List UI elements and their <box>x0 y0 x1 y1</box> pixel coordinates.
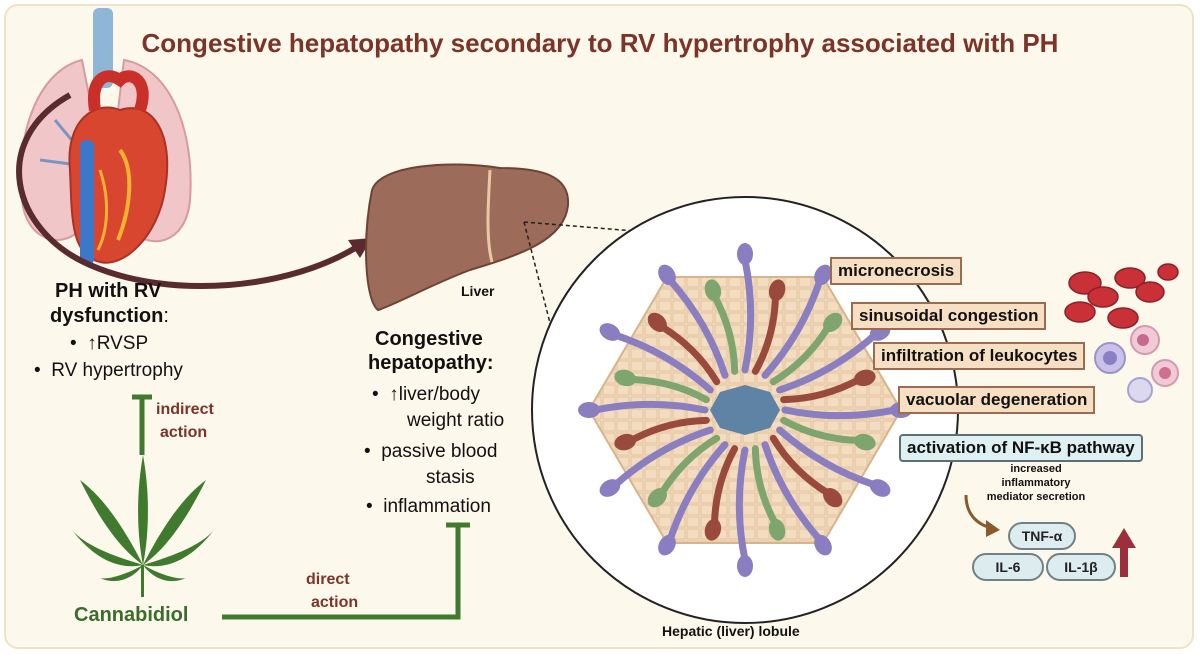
portal-vessel <box>704 279 722 302</box>
effect-nfkb-activation: activation of NF-κB pathway <box>899 434 1143 462</box>
sinusoid-branch <box>780 375 863 404</box>
liver-label: Liver <box>461 283 495 299</box>
portal-vessel <box>823 488 843 508</box>
sinusoid-branch <box>751 445 780 528</box>
portal-vessel <box>658 534 676 556</box>
sinusoid-branch <box>591 400 709 414</box>
effect-leukocyte-infiltration: infiltration of leukocytes <box>873 342 1086 370</box>
direct-inhibition-line <box>222 522 470 620</box>
portal-vessel <box>853 433 876 451</box>
secretion-line1: increased <box>1010 463 1062 475</box>
portal-vessel <box>869 479 891 497</box>
hepatopathy-heading-line2: hepatopathy: <box>368 352 494 374</box>
effect-sinusoidal-congestion: sinusoidal congestion <box>851 302 1047 330</box>
indirect-action-line2: action <box>160 424 208 441</box>
ph-bullet-2: • RV hypertrophy <box>34 360 183 381</box>
hepatopathy-bullet-2-cont: stasis <box>426 467 475 488</box>
liver-icon <box>365 163 570 312</box>
bullet-text: passive blood <box>381 441 498 462</box>
portal-vessel <box>647 312 667 332</box>
sinusoid-branch <box>776 331 879 394</box>
sinusoid-branch <box>735 446 749 564</box>
sinusoid-branch <box>658 434 721 497</box>
sinusoid-branch <box>666 276 729 379</box>
indirect-inhibition-line <box>132 394 152 455</box>
secretion-arrowhead <box>986 520 1000 537</box>
sinusoid-branch <box>741 256 755 374</box>
lungs-heart-icon <box>19 8 192 265</box>
sinusoid-branch <box>710 445 739 528</box>
cytokine-il1-beta: IL-1β <box>1046 553 1116 581</box>
hepatopathy-bullet-2: • passive blood <box>364 441 498 462</box>
hepatopathy-bullet-1-cont: weight ratio <box>407 410 505 431</box>
ph-heading-word: dysfunction <box>50 305 164 327</box>
indirect-action-line1: indirect <box>156 401 214 418</box>
bullet-text: inflammation <box>383 496 491 517</box>
figure-title: Congestive hepatopathy secondary to RV h… <box>141 28 1059 58</box>
red-blood-cells-icon <box>1064 263 1179 329</box>
portal-vessel <box>814 534 832 556</box>
sinusoid-branch <box>611 426 714 489</box>
sinusoid-branch <box>761 276 824 379</box>
sinusoid-branch <box>658 323 721 386</box>
direct-action-line2: action <box>311 594 359 611</box>
portal-vessel <box>768 518 786 541</box>
hepatopathy-bullet-3: • inflammation <box>366 496 491 517</box>
portal-vessel <box>599 323 621 341</box>
portal-vessel <box>853 369 876 387</box>
cannabidiol-label: Cannabidiol <box>74 604 189 626</box>
hepatopathy-bullet-1: • ↑liver/body <box>372 384 481 405</box>
sinusoid-branch <box>751 292 780 375</box>
portal-vessel <box>704 518 722 541</box>
sinusoid-branch <box>666 441 729 544</box>
cytokine-il6: IL-6 <box>972 553 1044 581</box>
sinusoid-branch <box>611 331 714 394</box>
sinusoid-branch <box>780 416 863 445</box>
portal-vessel <box>599 479 621 497</box>
ph-bullet-text: ↑RVSP <box>87 333 149 354</box>
sinusoid-branch <box>781 406 899 420</box>
hepatopathy-heading-line1: Congestive <box>375 328 483 350</box>
bullet-text: ↑liver/body <box>389 384 481 405</box>
sinusoid-branch <box>769 323 832 386</box>
portal-vessel <box>737 243 753 265</box>
effect-micronecrosis: micronecrosis <box>830 257 963 285</box>
portal-vessel <box>768 279 786 302</box>
portal-vessel <box>614 369 637 387</box>
effect-vacuolar-degeneration: vacuolar degeneration <box>898 386 1096 414</box>
ph-bullet-text: RV hypertrophy <box>51 360 183 381</box>
sinusoid-branch <box>761 441 824 544</box>
cannabis-leaf-icon <box>72 455 214 597</box>
secretion-line2: inflammatory <box>1001 477 1071 489</box>
sinusoid-branch <box>627 375 710 404</box>
portal-vessel <box>578 402 600 418</box>
lobule-caption: Hepatic (liver) lobule <box>662 623 800 639</box>
cytokine-tnf-alpha: TNF-α <box>1008 522 1076 550</box>
ph-heading-colon: : <box>163 305 169 327</box>
sinusoid-branch <box>769 434 832 497</box>
portal-vessel <box>614 433 637 451</box>
sinusoid-branch <box>710 292 739 375</box>
increase-arrow-icon <box>1112 528 1136 577</box>
portal-vessel <box>823 312 843 332</box>
portal-vessel <box>814 264 832 286</box>
leukocytes-icon <box>1094 325 1179 403</box>
secretion-line3: mediator secretion <box>986 491 1086 503</box>
portal-vessel <box>737 555 753 577</box>
heart-to-liver-arrow <box>16 92 362 290</box>
portal-vessel <box>658 264 676 286</box>
sinusoid-branch <box>776 426 879 489</box>
ph-heading-line1: PH with RV <box>55 280 162 302</box>
ph-bullet-1: • ↑RVSP <box>70 333 149 354</box>
ph-heading-line2: dysfunction: <box>50 305 169 328</box>
portal-vessel <box>647 488 667 508</box>
sinusoid-branch <box>627 416 710 445</box>
direct-action-line1: direct <box>306 571 350 588</box>
